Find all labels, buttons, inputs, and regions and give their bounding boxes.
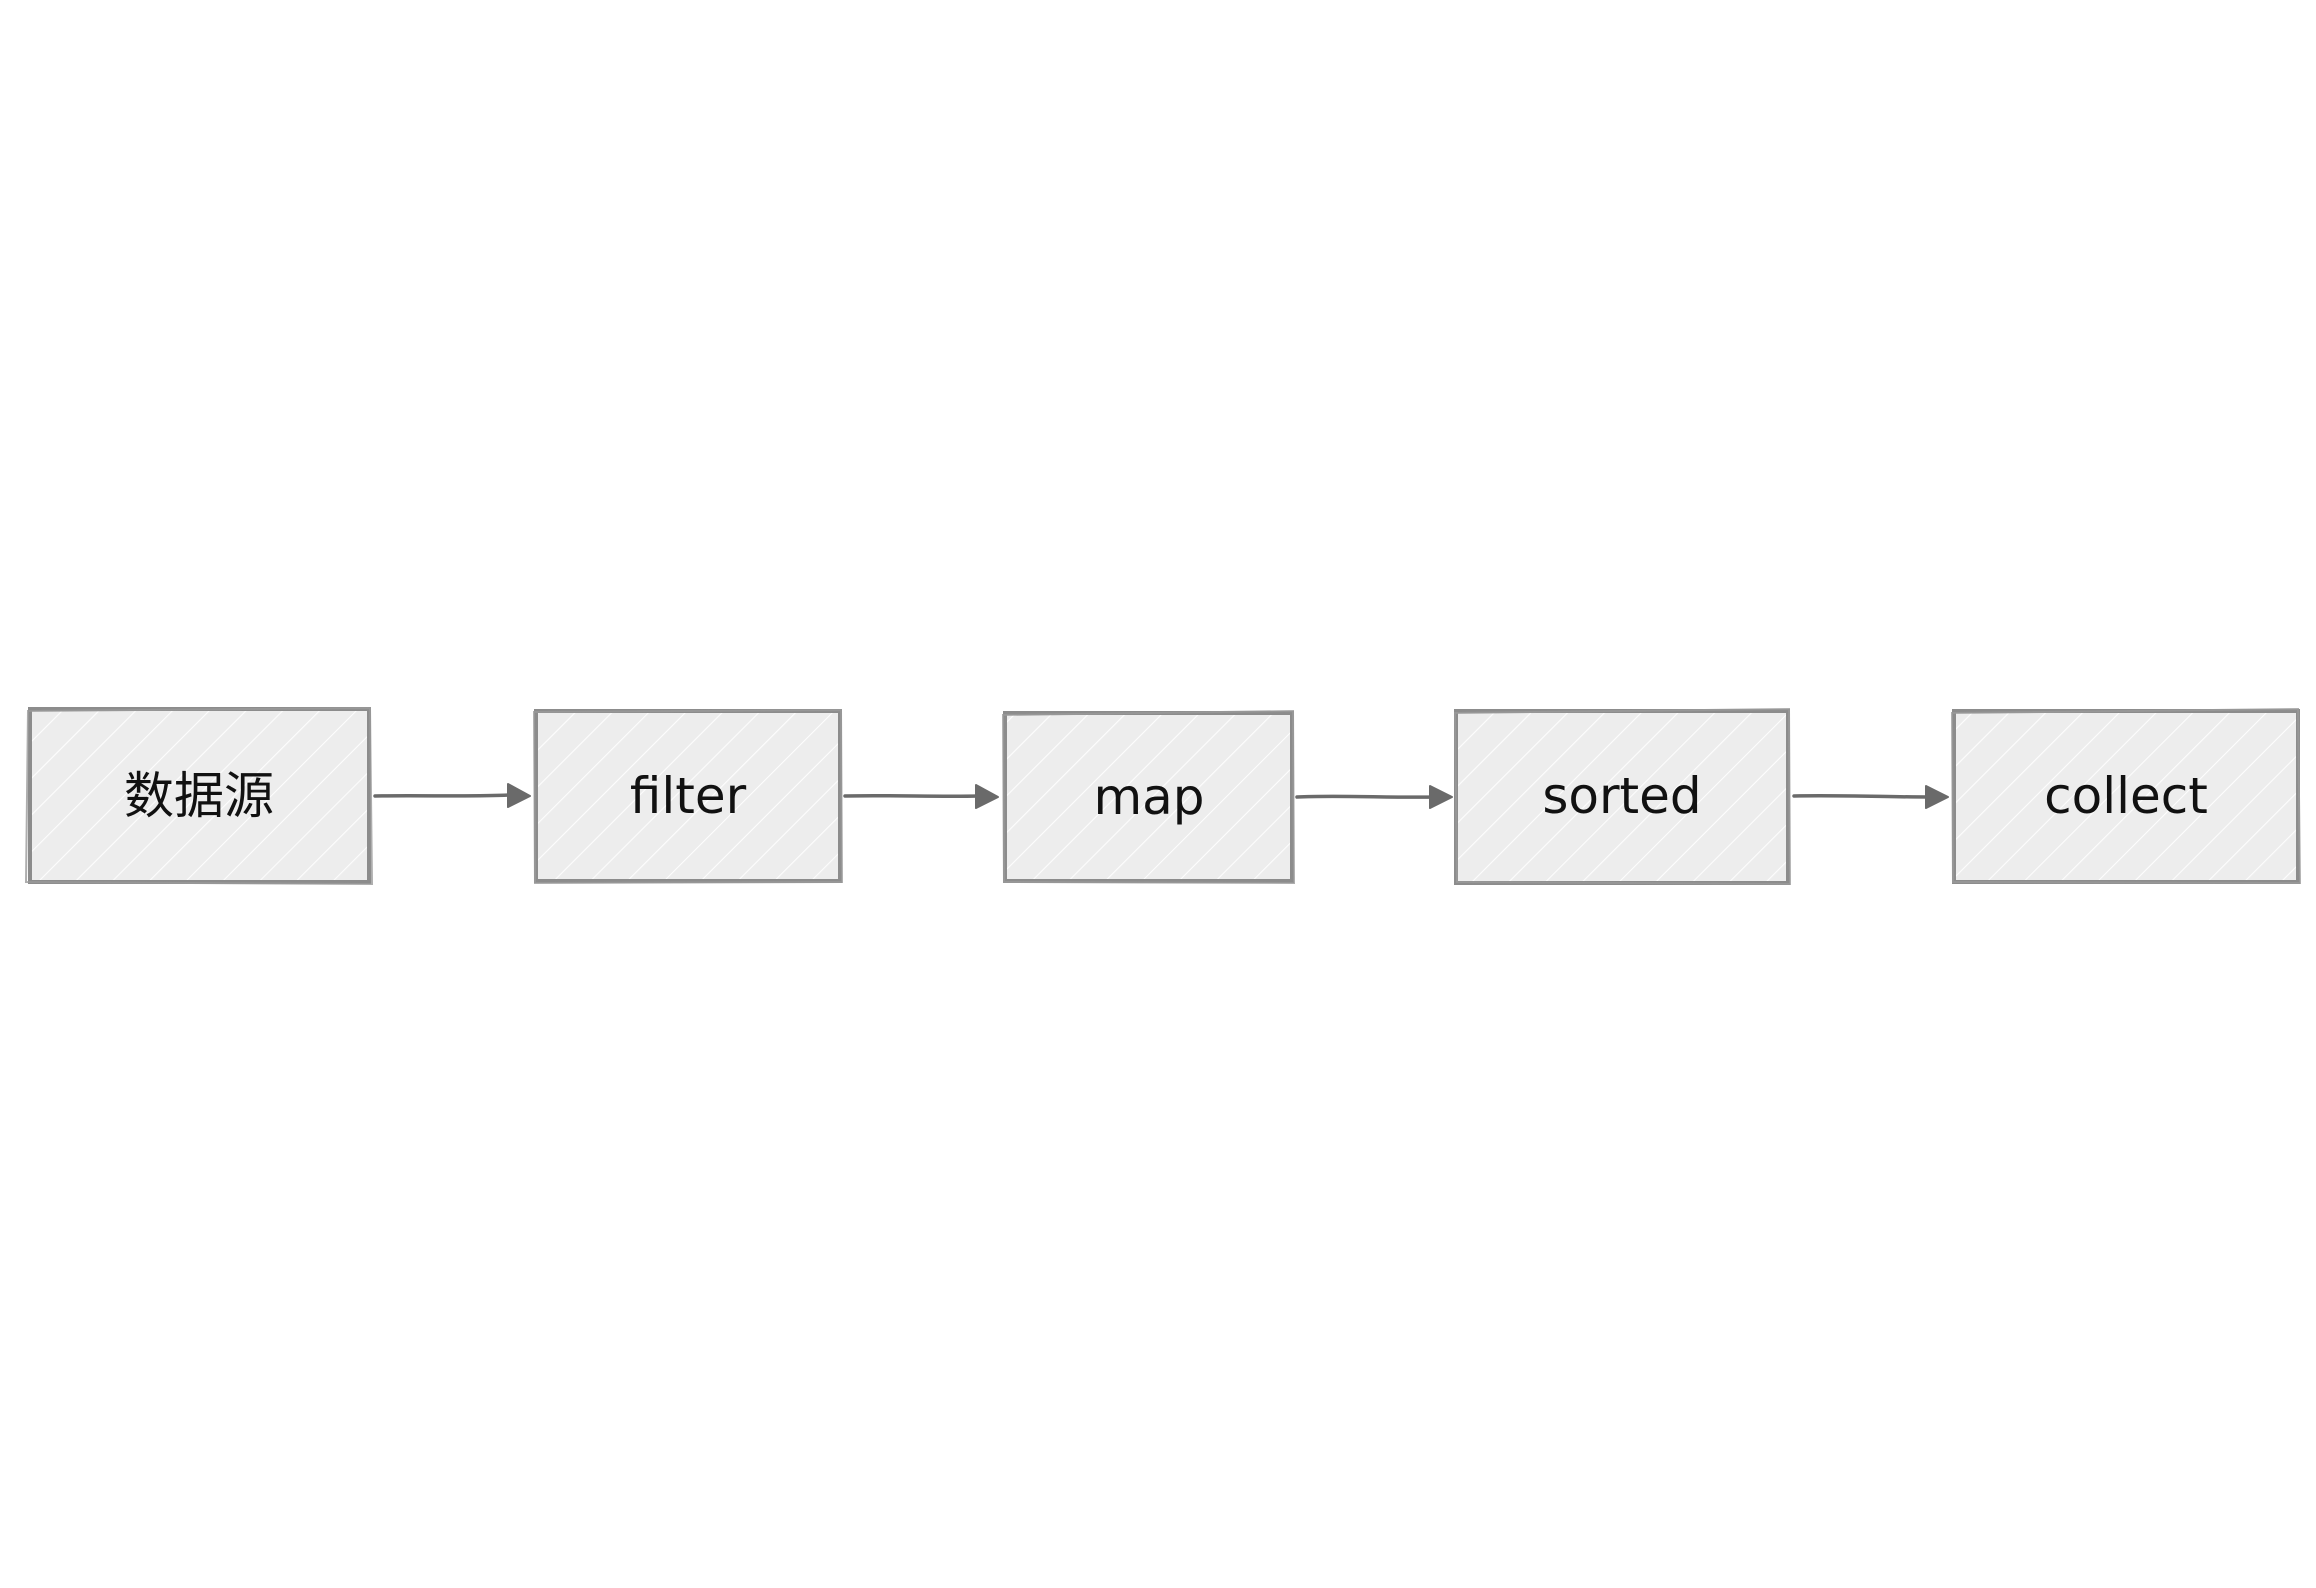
- node-label: sorted: [1542, 767, 1701, 825]
- node-box: [1454, 709, 1790, 885]
- arrowhead-icon: [975, 784, 999, 809]
- edge-line: [1295, 794, 1434, 799]
- node-box-sketch: [24, 706, 374, 886]
- edge-sorted-to-collect: [1792, 785, 1949, 809]
- node-label: collect: [2044, 767, 2208, 825]
- node-label: filter: [630, 767, 747, 825]
- edge-filter-to-map: [843, 784, 999, 809]
- node-sorted: sorted: [1453, 707, 1792, 886]
- node-box-sketch: [1950, 707, 2302, 885]
- arrowhead-icon: [1925, 785, 1949, 809]
- node-map: map: [1001, 709, 1296, 885]
- node-label: 数据源: [124, 767, 274, 825]
- edges-layer: [373, 783, 1949, 809]
- node-box: [28, 707, 371, 884]
- node-box: [534, 709, 842, 883]
- node-box-sketch: [1453, 707, 1792, 886]
- node-label: map: [1093, 768, 1204, 826]
- node-box-sketch: [532, 708, 844, 885]
- node-box-sketch: [1001, 709, 1296, 885]
- edge-line: [843, 793, 980, 799]
- edge-line: [373, 793, 512, 798]
- arrowhead-icon: [507, 783, 531, 808]
- node-source: 数据源: [24, 706, 374, 886]
- edge-source-to-filter: [373, 783, 531, 808]
- edge-map-to-sorted: [1295, 785, 1453, 809]
- node-filter: filter: [532, 708, 844, 885]
- edge-line: [1792, 793, 1930, 799]
- nodes-layer: 数据源 filter map sorted collect: [24, 706, 2302, 886]
- node-collect: collect: [1950, 707, 2302, 885]
- arrowhead-icon: [1429, 785, 1453, 809]
- node-box: [1952, 709, 2300, 884]
- node-box: [1003, 711, 1294, 883]
